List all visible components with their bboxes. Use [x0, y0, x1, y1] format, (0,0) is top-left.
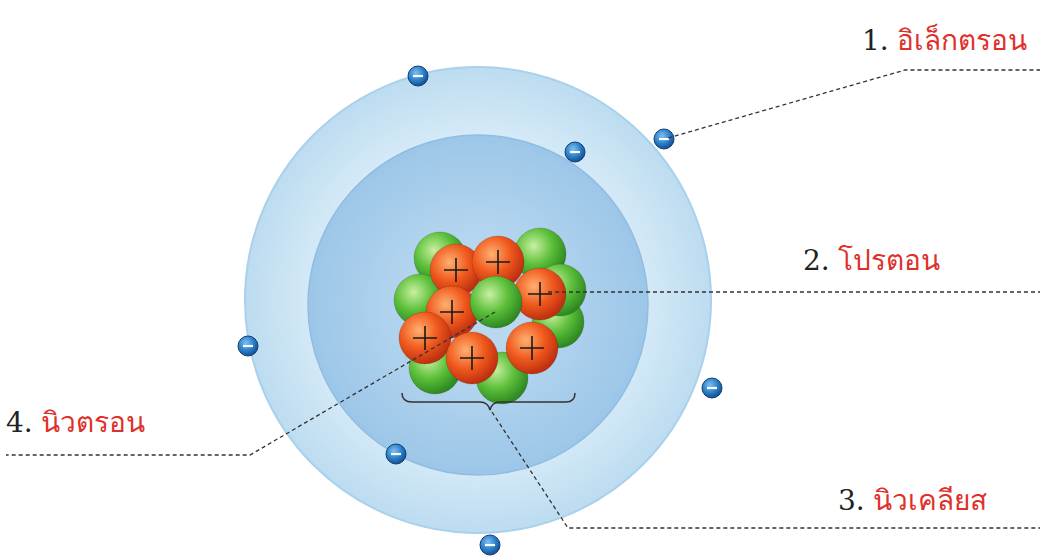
part-name: โปรตอน — [838, 244, 940, 278]
leader-line — [548, 291, 1040, 292]
proton-ball — [446, 332, 498, 384]
plus-symbol — [486, 250, 510, 274]
part-name: นิวตรอน — [41, 406, 145, 440]
minus-symbol — [413, 75, 423, 77]
electron-ball — [408, 66, 428, 86]
electron-group — [238, 66, 722, 555]
electron-ball — [386, 444, 406, 464]
minus-symbol — [570, 151, 580, 153]
plus-symbol — [460, 346, 484, 370]
plus-symbol — [520, 336, 544, 360]
part-name: นิวเคลียส — [873, 484, 987, 518]
neutron-ball — [470, 276, 522, 328]
callout-number: 3. — [838, 484, 865, 518]
plus-symbol — [444, 258, 468, 282]
minus-symbol — [707, 387, 717, 389]
callout-number: 2. — [803, 244, 830, 278]
electron-ball — [702, 378, 722, 398]
electron-ball — [565, 142, 585, 162]
outer-shell — [245, 67, 711, 533]
electron-ball — [480, 535, 500, 555]
minus-symbol — [485, 544, 495, 546]
plus-symbol — [440, 300, 464, 324]
nucleus-bracket — [402, 393, 575, 410]
minus-symbol — [659, 138, 669, 140]
callout-number: 4. — [6, 406, 33, 440]
proton-ball — [514, 268, 566, 320]
electron-ball — [238, 336, 258, 356]
part-name: อิเล็กตรอน — [897, 24, 1027, 58]
plus-symbol — [528, 282, 552, 306]
plus-symbol — [413, 326, 437, 350]
leader-line — [492, 412, 1040, 528]
inner-shell — [308, 135, 648, 475]
leader-line — [6, 312, 495, 455]
electron-ball — [654, 129, 674, 149]
proton-ball — [399, 312, 451, 364]
nucleus-cluster — [394, 228, 586, 404]
leader-line — [668, 70, 1040, 138]
minus-symbol — [243, 345, 253, 347]
callout-number: 1. — [862, 24, 889, 58]
proton-ball — [506, 322, 558, 374]
minus-symbol — [391, 453, 401, 455]
